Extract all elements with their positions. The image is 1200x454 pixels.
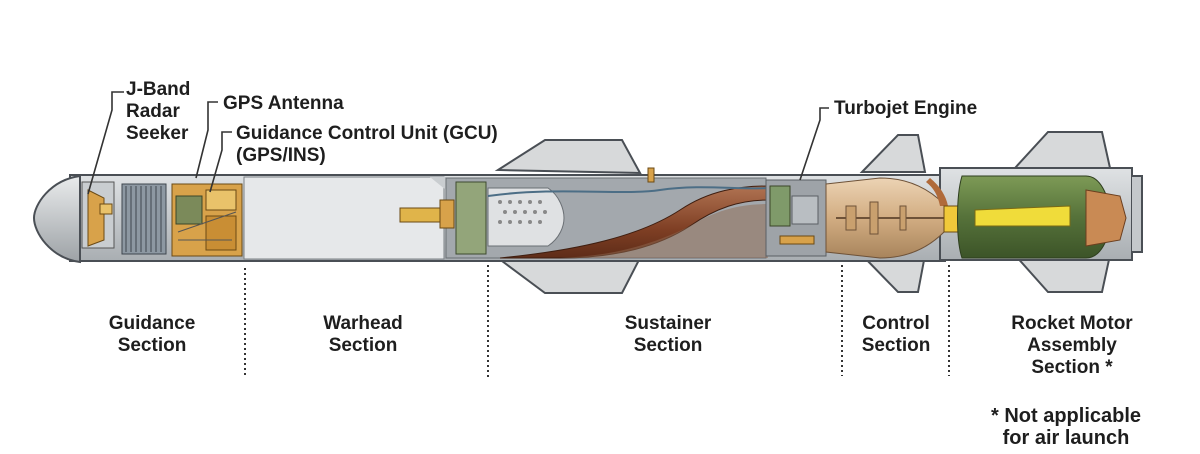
- section-guidance-line1: Guidance: [108, 313, 196, 334]
- callout-turbojet: Turbojet Engine: [834, 98, 977, 120]
- gcu-box: [171, 183, 243, 257]
- section-dividers: [244, 265, 950, 378]
- callout-gps-antenna: GPS Antenna: [223, 93, 344, 115]
- seeker-coil: [121, 183, 167, 255]
- callout-gcu-line2: (GPS/INS): [236, 145, 326, 166]
- footnote-line1: * Not applicable: [990, 405, 1142, 427]
- turbojet-engine: [825, 177, 965, 259]
- callout-gcu: Guidance Control Unit (GCU) (GPS/INS): [236, 123, 498, 167]
- section-sustainer: Sustainer Section: [608, 313, 728, 357]
- callout-seeker-line2: Radar: [126, 101, 180, 122]
- callout-gcu-line1: Guidance Control Unit (GCU): [236, 123, 498, 144]
- control-internals: [765, 179, 827, 257]
- section-rocket-line2: Assembly: [1027, 335, 1117, 356]
- section-rocket-motor: Rocket Motor Assembly Section *: [992, 313, 1152, 379]
- guidance-internals: [81, 181, 243, 257]
- section-control: Control Section: [846, 313, 946, 357]
- callout-seeker-line1: J-Band: [126, 79, 191, 100]
- callout-gps-antenna-text: GPS Antenna: [223, 93, 344, 114]
- section-control-line1: Control: [862, 313, 930, 334]
- footnote: * Not applicable for air launch: [976, 405, 1156, 449]
- section-rocket-line1: Rocket Motor: [1011, 313, 1133, 334]
- section-guidance-line2: Section: [117, 335, 187, 356]
- leader-lines: [87, 91, 829, 195]
- booster-fins: [1012, 131, 1112, 293]
- section-sustainer-line1: Sustainer: [624, 313, 712, 334]
- callout-turbojet-text: Turbojet Engine: [834, 98, 978, 119]
- callout-seeker: J-Band Radar Seeker: [126, 79, 190, 145]
- section-warhead-line2: Section: [328, 335, 398, 356]
- section-sustainer-line2: Section: [633, 335, 703, 356]
- section-warhead: Warhead Section: [303, 313, 423, 357]
- section-warhead-line1: Warhead: [323, 313, 403, 334]
- sustainer-internals: [399, 167, 771, 259]
- section-rocket-line3: Section *: [1031, 357, 1113, 378]
- section-control-line2: Section: [861, 335, 931, 356]
- section-guidance: Guidance Section: [92, 313, 212, 357]
- footnote-line2: for air launch: [1002, 427, 1130, 449]
- rocket-motor: [957, 175, 1127, 259]
- callout-seeker-line3: Seeker: [126, 123, 189, 144]
